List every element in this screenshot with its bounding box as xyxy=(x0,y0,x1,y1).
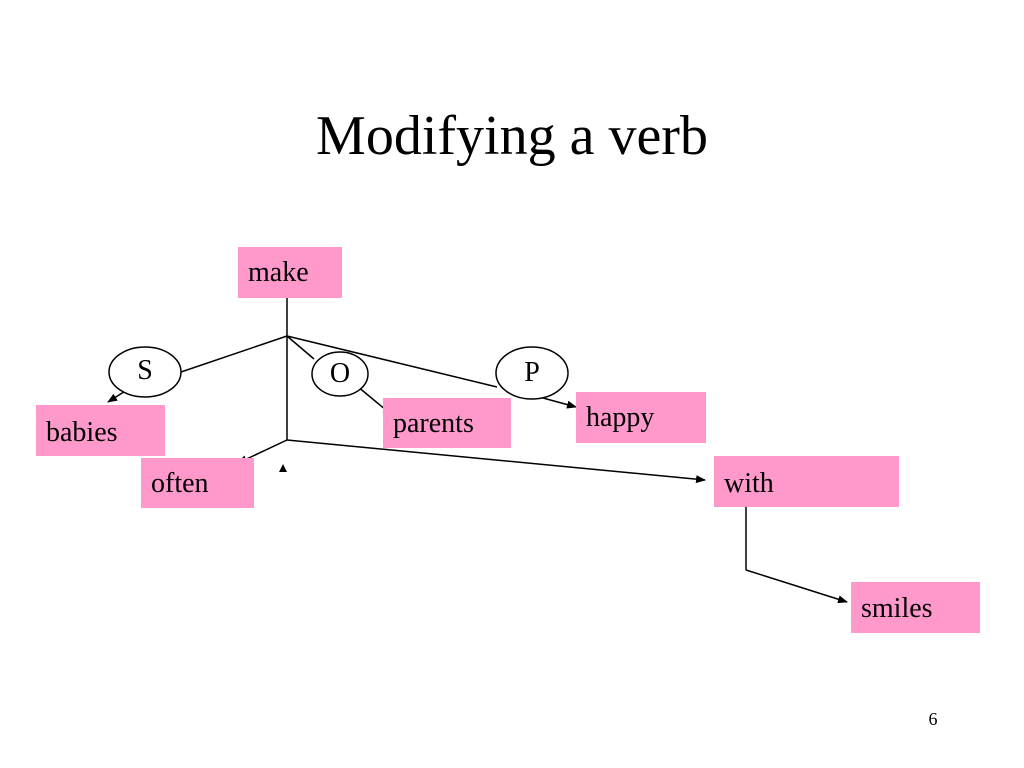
word-box-make: make xyxy=(238,247,342,298)
stray-arrowhead-mark xyxy=(279,464,287,472)
subject-role-label: S xyxy=(137,355,153,386)
predicative-arrow-line xyxy=(542,397,577,409)
predicative-role-label: P xyxy=(524,357,540,388)
subject-role-circle xyxy=(108,346,182,398)
word-box-often: often xyxy=(141,458,254,508)
word-box-smiles: smiles xyxy=(851,582,980,633)
predicative-role-circle xyxy=(495,346,569,400)
smiles-arrow-line xyxy=(745,569,848,604)
object-role-circle xyxy=(311,351,369,397)
slide-title: Modifying a verb xyxy=(316,105,708,167)
object-branch-line xyxy=(286,335,315,360)
word-box-parents: parents xyxy=(383,398,511,448)
object-role-label: O xyxy=(329,358,351,389)
word-box-happy: happy xyxy=(576,392,706,443)
word-box-with: with xyxy=(714,456,899,507)
word-box-babies: babies xyxy=(36,405,165,456)
with-arrow-line xyxy=(286,439,706,484)
page-number: 6 xyxy=(928,709,938,729)
subject-branch-line xyxy=(180,335,288,373)
predicative-branch-line xyxy=(286,335,498,388)
